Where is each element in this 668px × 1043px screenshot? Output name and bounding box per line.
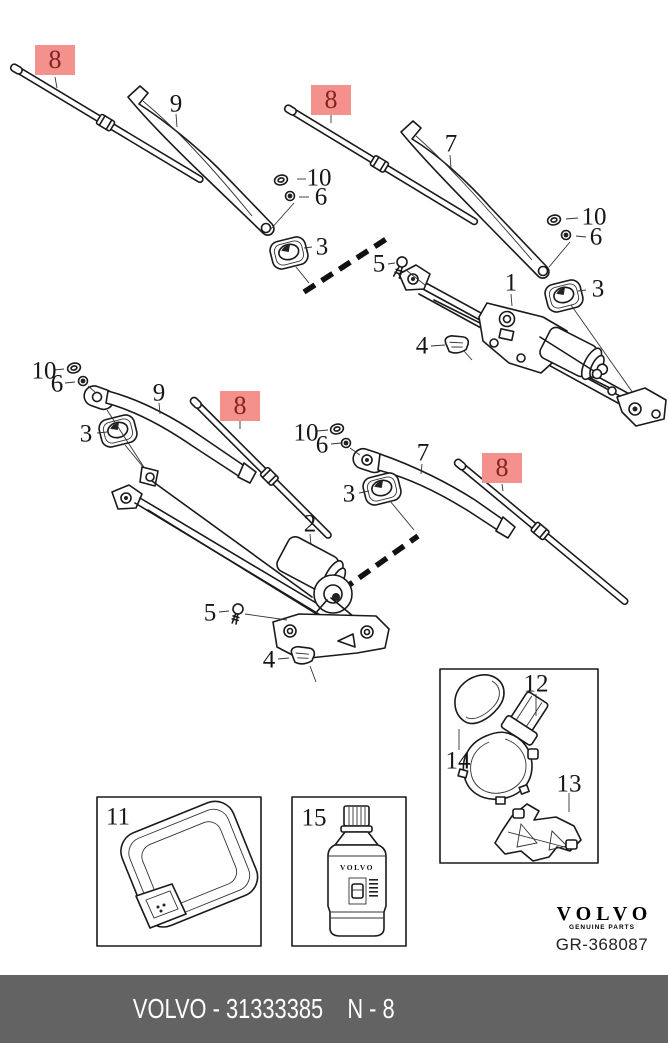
drawing-number: GR-368087	[555, 935, 649, 954]
screw-5-bottom	[231, 603, 244, 625]
highlighted-callout-8[interactable]: 8	[35, 45, 75, 75]
grommet-3-top-left	[269, 236, 309, 270]
screw-5-top	[392, 256, 408, 279]
callout-10: 10	[31, 357, 57, 385]
wiper-linkage-motor-2	[111, 466, 390, 660]
footer-part-number: VOLVO - 31333385	[133, 993, 324, 1024]
dashed-locator-line-b	[340, 533, 420, 593]
highlighted-callout-8[interactable]: 8	[311, 85, 351, 115]
callout-3: 3	[315, 233, 329, 261]
callout-7: 7	[444, 130, 458, 158]
cap-nut-10-bottom-left	[66, 362, 82, 374]
inset-box-rain-sensor	[96, 796, 262, 947]
cap-nut-10-right	[546, 214, 562, 226]
callout-5: 5	[372, 250, 386, 278]
seal-14-drawing	[454, 674, 505, 725]
callout-3: 3	[79, 420, 93, 448]
highlighted-callout-8[interactable]: 8	[482, 453, 522, 483]
grommet-3-bottom-left	[98, 414, 138, 448]
inset-box-washer-components	[439, 668, 599, 864]
inset-box-washer-fluid: VOLVO	[291, 796, 407, 947]
highlighted-callout-8[interactable]: 8	[220, 391, 260, 421]
footer-bar: VOLVO - 31333385 N - 8	[0, 975, 668, 1043]
footer-page-ref: N - 8	[347, 993, 395, 1024]
genuine-parts-tagline: GENUINE PARTS	[569, 924, 635, 931]
callout-13: 13	[556, 770, 582, 798]
washer-fluid-bottle-15-drawing: VOLVO	[327, 805, 387, 937]
callout-11: 11	[105, 803, 131, 831]
wiper-arm-7-bottom-right	[352, 447, 516, 539]
callout-15: 15	[301, 804, 327, 832]
bottle-brand-text: VOLVO	[340, 863, 374, 872]
bracket-13-drawing	[494, 803, 582, 862]
clip-4-bottom	[290, 645, 316, 665]
callout-10: 10	[293, 419, 319, 447]
hex-nut-6-top-left	[284, 190, 296, 202]
callout-2: 2	[303, 510, 317, 538]
leader-lines-top-right	[510, 217, 634, 394]
callout-4: 4	[262, 646, 276, 674]
callout-6: 6	[589, 223, 603, 251]
callout-9: 9	[169, 90, 183, 118]
hex-nut-6-right	[560, 229, 572, 241]
wiper-linkage-motor-1	[398, 264, 667, 427]
cap-nut-10-bottom-middle	[329, 423, 345, 435]
pump-housing-12-drawing	[462, 731, 533, 800]
callout-3: 3	[342, 480, 356, 508]
callout-9: 9	[152, 379, 166, 407]
callout-4: 4	[415, 332, 429, 360]
wiper-arm-9-bottom-left	[83, 385, 257, 484]
wiper-blade-8-top-left	[9, 63, 204, 184]
callout-6: 6	[315, 431, 329, 459]
wiper-arm-9-top-left	[127, 85, 275, 236]
wiper-blade-8-bottom-right	[453, 458, 629, 606]
callout-3: 3	[591, 275, 605, 303]
callout-14: 14	[445, 747, 471, 775]
wiper-arm-7-top-right	[400, 120, 550, 279]
callout-5: 5	[203, 599, 217, 627]
callout-6: 6	[50, 370, 64, 398]
branding-block: VOLVO GENUINE PARTS GR-368087	[540, 903, 664, 955]
grommet-3-right	[544, 279, 584, 313]
callout-10: 10	[306, 164, 332, 192]
cap-nut-10-top-left	[273, 174, 289, 186]
callout-6: 6	[314, 183, 328, 211]
grommet-3-bottom-right	[362, 472, 402, 506]
leader-lines-top-left	[269, 178, 313, 284]
callout-1: 1	[504, 269, 518, 297]
wiper-blade-8-bottom-middle	[189, 396, 332, 539]
bottle-label-text-lines	[369, 879, 378, 897]
hex-nut-6-bottom-left	[77, 375, 89, 387]
callout-12: 12	[523, 670, 549, 698]
dashed-locator-line-a	[302, 233, 393, 295]
wiper-blade-8-top-right	[283, 104, 479, 226]
diagram-canvas: VOLVO	[9, 63, 667, 947]
callout-10: 10	[581, 203, 607, 231]
callout-7: 7	[416, 439, 430, 467]
sensor-connector	[135, 883, 187, 929]
clip-4-top	[444, 335, 470, 354]
hex-nut-6-bottom-middle	[340, 437, 352, 449]
rain-sensor-11-drawing	[120, 800, 259, 928]
volvo-wordmark: VOLVO	[556, 903, 653, 925]
